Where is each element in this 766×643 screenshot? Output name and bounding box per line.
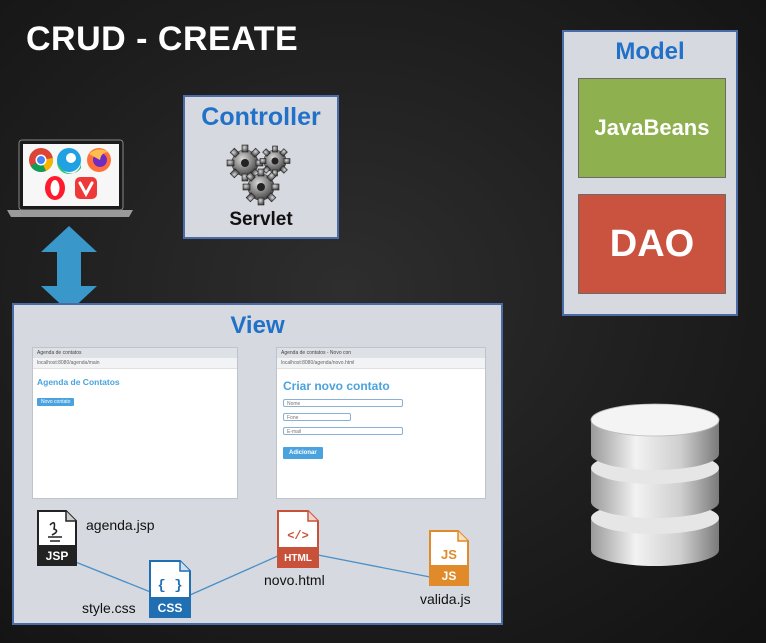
servlet-label: Servlet <box>229 209 293 230</box>
javabeans-box: JavaBeans <box>578 78 726 178</box>
svg-text:</>: </> <box>287 529 309 543</box>
email-field[interactable]: E-mail <box>283 427 403 435</box>
firefox-icon <box>87 148 111 172</box>
slide-title: CRUD - CREATE <box>26 20 299 58</box>
browser-screenshot-novo: Agenda de contatos - Novo con localhost:… <box>276 347 486 499</box>
view-panel: View Agenda de contatos localhost:8080/a… <box>12 303 503 625</box>
browser-url: localhost:8080/agenda/main <box>33 358 237 369</box>
novo-contato-button[interactable]: Novo contato <box>37 398 75 406</box>
model-title: Model <box>615 38 685 65</box>
database-icon <box>590 403 720 566</box>
edge-icon <box>57 148 81 174</box>
jsp-icon-label: JSP <box>46 549 69 563</box>
browser-screenshot-agenda: Agenda de contatos localhost:8080/agenda… <box>32 347 238 499</box>
css-icon-label: CSS <box>158 601 183 615</box>
valida-js-label: valida.js <box>420 591 471 607</box>
js-icon-label: JS <box>442 569 457 583</box>
opera-icon <box>45 176 65 200</box>
novo-contato-heading: Criar novo contato <box>283 379 390 393</box>
js-icon-label-top: JS <box>441 547 457 562</box>
nome-field[interactable]: Nome <box>283 399 403 407</box>
novo-html-label: novo.html <box>264 572 325 588</box>
style-css-label: style.css <box>82 600 136 616</box>
view-title: View <box>230 312 285 339</box>
double-arrow-icon <box>41 226 97 312</box>
svg-text:{ }: { } <box>157 578 182 594</box>
gears-icon <box>226 144 291 206</box>
laptop-browsers-icon <box>7 139 133 217</box>
chrome-icon <box>29 148 54 172</box>
js-file-icon: JS JS <box>429 530 469 586</box>
browser-tab: Agenda de contatos - Novo con <box>277 348 485 358</box>
controller-title: Controller <box>201 103 321 131</box>
html-file-icon: </> HTML <box>277 510 319 568</box>
model-panel: Model JavaBeans DAO <box>562 30 738 316</box>
vivaldi-icon <box>75 177 97 199</box>
controller-panel: Controller <box>183 95 339 239</box>
browser-url: localhost:8080/agenda/novo.html <box>277 358 485 369</box>
fone-field[interactable]: Fone <box>283 413 351 421</box>
css-file-icon: { } CSS <box>149 560 191 618</box>
jsp-file-icon: JSP <box>37 510 77 566</box>
adicionar-button[interactable]: Adicionar <box>283 447 323 459</box>
browser-tab: Agenda de contatos <box>33 348 237 358</box>
agenda-jsp-label: agenda.jsp <box>86 517 155 533</box>
agenda-heading: Agenda de Contatos <box>37 377 120 387</box>
html-icon-label: HTML <box>284 553 312 564</box>
dao-box: DAO <box>578 194 726 294</box>
